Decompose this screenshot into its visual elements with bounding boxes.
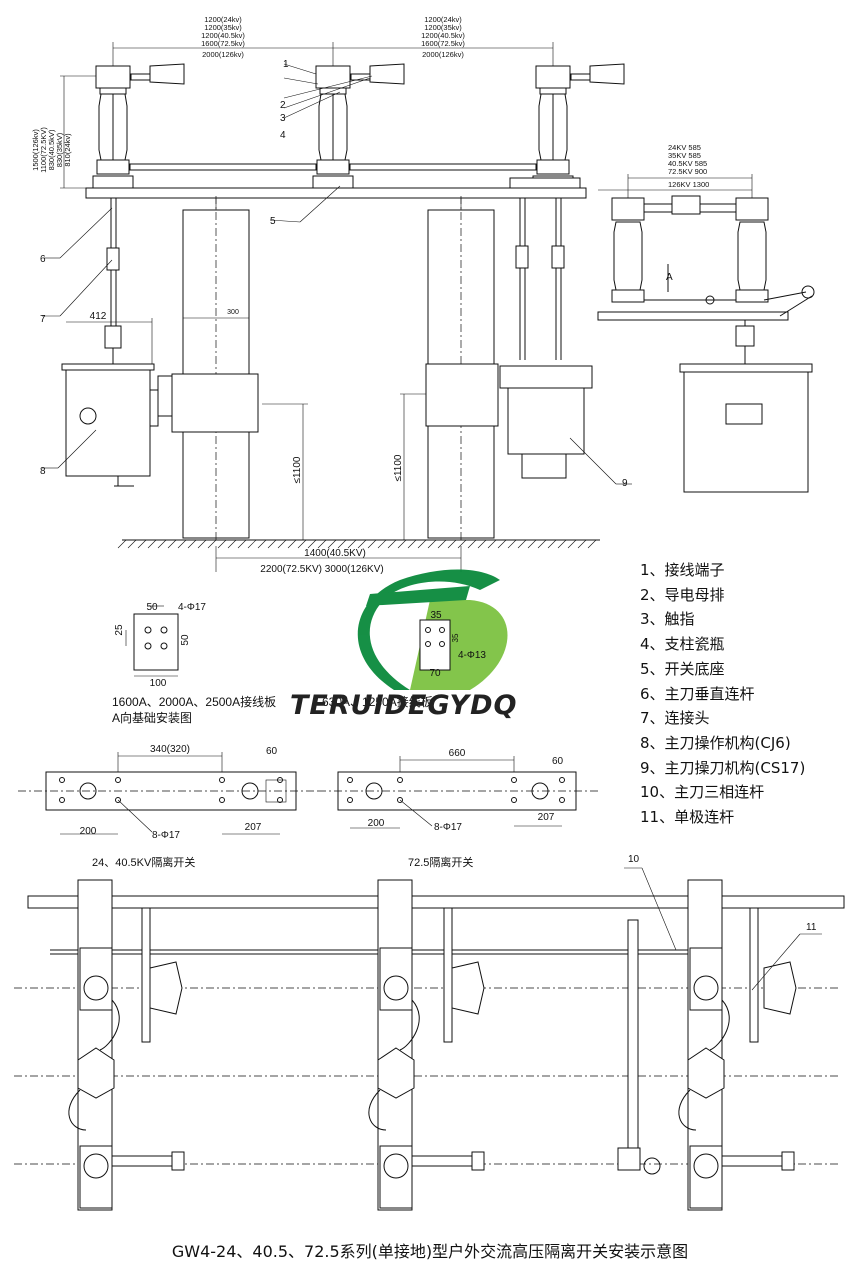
side-table-3: 40.5KV 585 — [668, 159, 707, 168]
top-right-dim-5: 2000(126kv) — [422, 50, 464, 59]
plate-caption-1b: 630A、1250A接线板 — [322, 694, 433, 709]
plan2-right-bottom: 207 — [538, 812, 555, 823]
top-left-dim-5: 2000(126kv) — [202, 50, 244, 59]
plan-pole-2 — [368, 879, 485, 1211]
top-dimensions: 1200(24kv) 1200(35kv) 1200(40.5kv) 1600(… — [31, 15, 554, 189]
legend-item: 4、支柱瓷瓶 — [640, 635, 725, 654]
main-elevation: 300 412 ≤1100 ≤1100 — [40, 59, 632, 575]
legend-item: 5、开关底座 — [640, 659, 725, 678]
side-table-1: 24KV 585 — [668, 143, 701, 152]
dim-1100-b: ≤1100 — [393, 454, 404, 481]
plan2-holes: 8-Φ17 — [434, 822, 462, 833]
callout-2: 2 — [280, 100, 286, 111]
insulator-pole-2 — [312, 63, 405, 189]
plate-caption-1: 1600A、2000A、2500A接线板 — [112, 694, 276, 709]
callout-3: 3 — [280, 113, 286, 124]
bottom-plan-view: 10 11 — [14, 854, 845, 1211]
plate1-w: 50 — [146, 602, 158, 613]
side-view: 24KV 585 35KV 585 40.5KV 585 72.5KV 900 … — [597, 143, 815, 493]
left-height-dim-5: 810(24kv) — [63, 133, 72, 167]
plan1-top: 340(320) — [150, 744, 190, 755]
plate-caption-2: A向基础安装图 — [112, 710, 192, 725]
callout-11: 11 — [806, 922, 817, 933]
base-plan-24-40kv: 340(320) 60 200 207 8-Φ17 24、40.5KV隔离开关 — [18, 744, 318, 869]
callout-1: 1 — [283, 59, 289, 70]
plan-pole-3 — [617, 879, 797, 1211]
top-right-dim-1: 1200(24kv) — [424, 15, 462, 24]
plate2-bottom: 70 — [429, 668, 441, 679]
plate2-holes: 4-Φ13 — [458, 650, 486, 661]
top-right-dim-2: 1200(35kv) — [424, 23, 462, 32]
plan1-left: 200 — [80, 826, 97, 837]
left-height-dim-3: 830(40.5kV) — [47, 129, 56, 170]
left-height-dim-4: 830(35kV) — [55, 132, 64, 167]
plan-pole-1 — [68, 879, 185, 1211]
plate1-h: 25 — [114, 624, 125, 636]
legend-item: 3、触指 — [640, 610, 695, 629]
plan1-holes: 8-Φ17 — [152, 830, 180, 841]
side-table-2: 35KV 585 — [668, 151, 701, 160]
callout-4: 4 — [280, 130, 286, 141]
left-height-dim-1: 1500(126kv) — [31, 129, 40, 171]
plate1-holes: 4-Φ17 — [178, 602, 206, 613]
callout-9: 9 — [622, 478, 628, 489]
legend-item: 2、导电母排 — [640, 585, 725, 604]
plan2-top: 660 — [449, 748, 466, 759]
ground-hatch — [117, 539, 597, 549]
plan2-left: 200 — [368, 818, 385, 829]
legend-item: 7、连接头 — [640, 709, 710, 728]
callout-5: 5 — [270, 216, 276, 227]
side-table-5: 126KV 1300 — [668, 180, 709, 189]
top-left-dim-4: 1600(72.5kv) — [201, 39, 245, 48]
drawing-caption: GW4-24、40.5、72.5系列(单接地)型户外交流高压隔离开关安装示意图 — [171, 1242, 689, 1261]
insulator-pole-1 — [92, 63, 185, 189]
legend-item: 6、主刀垂直连杆 — [640, 684, 755, 703]
plan2-caption: 72.5隔离开关 — [408, 855, 473, 869]
plan1-right: 60 — [266, 746, 278, 757]
parts-legend: 1、接线端子 2、导电母排 3、触指 4、支柱瓷瓶 5、开关底座 6、主刀垂直连… — [640, 558, 850, 830]
dim-1100-a: ≤1100 — [292, 456, 303, 483]
legend-item: 11、单极连杆 — [640, 808, 735, 827]
legend-item: 8、主刀操作机构(CJ6) — [640, 733, 791, 752]
plate2-h: 35 — [451, 633, 460, 642]
plan2-right: 60 — [552, 756, 564, 767]
callout-8: 8 — [40, 466, 46, 477]
callout-7: 7 — [40, 314, 46, 325]
top-left-dim-3: 1200(40.5kv) — [201, 31, 245, 40]
legend-item: 9、主刀操刀机构(CS17) — [640, 758, 806, 777]
legend-item: 1、接线端子 — [640, 561, 725, 579]
plate2-w: 35 — [430, 610, 442, 621]
top-right-dim-4: 1600(72.5kv) — [421, 39, 465, 48]
insulator-pole-3 — [532, 63, 625, 189]
left-height-dim-2: 1100(72.5KV) — [39, 127, 48, 173]
plan1-right-bottom: 207 — [245, 822, 262, 833]
plate1-h2: 50 — [180, 634, 191, 646]
top-left-dim-2: 1200(35kv) — [204, 23, 242, 32]
callout-10: 10 — [628, 854, 640, 865]
side-table-4: 72.5KV 900 — [668, 167, 707, 176]
brand-watermark: TERUIDEGYDQ — [290, 690, 518, 721]
dim-300: 300 — [227, 309, 239, 316]
top-right-dim-3: 1200(40.5kv) — [421, 31, 465, 40]
plate1-bottom: 100 — [150, 678, 167, 689]
view-a-label: A — [666, 272, 673, 283]
callout-6: 6 — [40, 254, 46, 265]
base-plan-72kv: 660 60 200 207 8-Φ17 72.5隔离开关 — [318, 748, 600, 869]
dim-412: 412 — [90, 311, 107, 322]
terminal-plate-2: 35 35 4-Φ13 70 — [419, 610, 486, 679]
plan1-caption: 24、40.5KV隔离开关 — [92, 855, 195, 869]
dim-base-span-2: 2200(72.5KV) 3000(126KV) — [260, 564, 383, 575]
top-left-dim-1: 1200(24kv) — [204, 15, 242, 24]
dim-base-span-1: 1400(40.5KV) — [304, 548, 366, 559]
legend-item: 10、主刀三相连杆 — [640, 783, 765, 802]
terminal-plate-1: 50 4-Φ17 25 50 100 — [114, 602, 206, 689]
